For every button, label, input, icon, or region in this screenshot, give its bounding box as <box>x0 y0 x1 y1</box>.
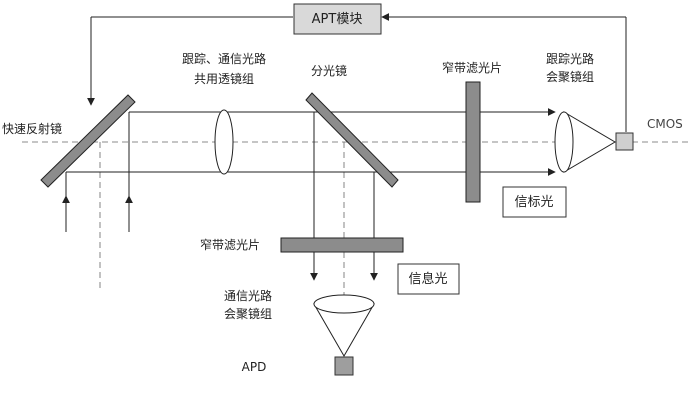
horizontal-beam <box>66 108 556 176</box>
tracking-lens <box>554 111 574 173</box>
narrowband-filter-bottom <box>280 237 404 253</box>
comm-lens-group <box>313 294 375 358</box>
tracking-lens-label-line1: 跟踪光路 <box>546 51 594 66</box>
info-light-box <box>397 263 460 295</box>
narrowband-filter-bottom-label: 窄带滤光片 <box>200 237 260 252</box>
apt-module-box <box>293 3 382 35</box>
apt-module-label: APT模块 <box>312 12 363 27</box>
apd-detector <box>334 356 354 376</box>
fast-steering-mirror <box>40 94 136 188</box>
apt-feedback-loop <box>87 13 627 132</box>
beacon-light-label: 信标光 <box>514 195 553 210</box>
shared-lens-label-line2: 共用透镜组 <box>194 71 254 86</box>
beam-splitter <box>305 92 399 188</box>
tracking-lens-group <box>554 111 616 173</box>
cmos-detector <box>615 132 634 151</box>
comm-lens-label-line1: 通信光路 <box>224 288 272 303</box>
comm-lens <box>313 294 375 314</box>
shared-lens-label-line1: 跟踪、通信光路 <box>182 51 266 66</box>
incoming-beams <box>62 112 133 232</box>
cmos-label: CMOS <box>647 117 683 131</box>
tracking-lens-label-line2: 会聚镜组 <box>546 69 594 84</box>
narrowband-filter-top <box>465 81 481 203</box>
comm-lens-label-line2: 会聚镜组 <box>224 306 272 321</box>
beam-splitter-label: 分光镜 <box>311 63 347 78</box>
shared-lens <box>214 109 234 175</box>
beacon-light-box <box>502 186 567 218</box>
apd-label: APD <box>242 360 267 374</box>
info-light-label: 信息光 <box>408 271 447 287</box>
fsm-label: 快速反射镜 <box>2 121 62 136</box>
narrowband-filter-top-label: 窄带滤光片 <box>442 60 502 75</box>
